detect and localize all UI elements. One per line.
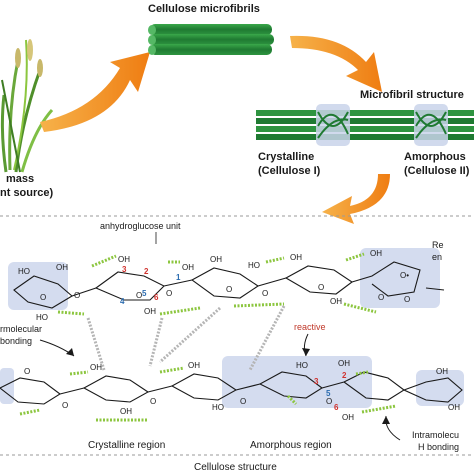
o-label: O [404, 295, 410, 304]
anhydroglucose-label: anhydroglucose unit [100, 221, 181, 231]
oh-label: OH [448, 403, 460, 412]
intramolecular-label-line1: Intramolecu [412, 430, 459, 440]
oh-label: HO [36, 313, 48, 322]
reducing-end-label-line2: en [432, 252, 442, 262]
cellulose-structure-title: Cellulose structure [194, 462, 277, 473]
intramolecular-pointer-head [382, 416, 390, 424]
carbon-number: 3 [314, 377, 319, 386]
radical-label: O• [400, 271, 409, 280]
reactive-label: reactive [294, 322, 326, 332]
oh-label: HO [18, 267, 30, 276]
o-label: O [240, 397, 246, 406]
chain-end-highlight-lower-left [0, 368, 14, 404]
oh-label: OH [90, 363, 102, 372]
intermolecular-h-bonds [86, 305, 286, 371]
o-label: O [166, 289, 172, 298]
intramolecular-label-line2: H bonding [418, 442, 459, 452]
carbon-number: 6 [334, 403, 339, 412]
microfibril-strands [256, 104, 474, 146]
oh-label: OH [118, 255, 130, 264]
oh-label: OH [120, 407, 132, 416]
microfibril-bundle [148, 24, 274, 55]
flow-arrow-to-structure-detail [322, 174, 390, 224]
lower-cellulose-chain [0, 371, 463, 405]
carbon-number: 3 [122, 265, 127, 274]
intermolecular-label-line1: rmolecular [0, 324, 42, 334]
oh-label: OH [342, 413, 354, 422]
crystalline-label-line1: Crystalline [258, 151, 314, 163]
oh-label: OH [144, 307, 156, 316]
oh-label: HO [212, 403, 224, 412]
amorphous-region-label: Amorphous region [250, 440, 332, 451]
carbon-number: 4 [120, 297, 125, 306]
oh-label: OH [56, 263, 68, 272]
biomass-plant-icon [0, 39, 54, 173]
oh-label: OH [330, 297, 342, 306]
biomass-label-line2: nt source) [0, 187, 54, 199]
oh-label: OH [436, 367, 448, 376]
crystalline-region-label: Crystalline region [88, 440, 165, 451]
reducing-end-highlight [360, 248, 440, 308]
amorphous-highlight [222, 356, 372, 408]
oh-label: HO [296, 361, 308, 370]
intramolecular-pointer [385, 415, 401, 441]
intramolecular-h-bonds [19, 252, 397, 422]
carbon-number: 2 [342, 371, 347, 380]
reducing-end-pointer [425, 287, 445, 291]
carbon-number: 1 [176, 273, 181, 282]
carbon-number: 6 [154, 293, 159, 302]
biomass-label-line1: mass [6, 173, 34, 185]
amorphous-label-line2: (Cellulose II) [404, 165, 470, 177]
carbon-number: 5 [142, 289, 147, 298]
upper-cellulose-chain [13, 261, 421, 309]
crystalline-label-line2: (Cellulose I) [258, 165, 321, 177]
carbon-number: 5 [326, 389, 331, 398]
microfibrils-title: Cellulose microfibrils [148, 3, 260, 15]
intermolecular-label-line2: bonding [0, 336, 32, 346]
intermolecular-pointer-head [66, 348, 74, 356]
oh-label: OH [290, 253, 302, 262]
reactive-pointer-head [302, 348, 310, 356]
flow-arrow-to-structure [290, 35, 382, 92]
oh-label: OH [370, 249, 382, 258]
oh-label: OH [210, 255, 222, 264]
o-label: O [74, 291, 80, 300]
o-label: O [262, 289, 268, 298]
structure-title: Microfibril structure [360, 89, 464, 101]
flow-arrow-to-microfibrils [40, 52, 150, 132]
o-label: O [326, 397, 332, 406]
o-label: O [40, 293, 46, 302]
o-label: O [318, 283, 324, 292]
oh-label: OH [182, 263, 194, 272]
o-label: O [150, 397, 156, 406]
oh-label: OH [338, 359, 350, 368]
amorphous-label-line1: Amorphous [404, 151, 466, 163]
reducing-end-label-line1: Re [432, 240, 444, 250]
o-label: O [24, 367, 30, 376]
oh-label: HO [248, 261, 260, 270]
carbon-number: 2 [144, 267, 149, 276]
chain-end-highlight-lower-right [416, 370, 464, 406]
o-label: O [62, 401, 68, 410]
o-label: O [136, 291, 142, 300]
o-label: O [378, 293, 384, 302]
oh-label: OH [188, 361, 200, 370]
o-label: O [226, 285, 232, 294]
